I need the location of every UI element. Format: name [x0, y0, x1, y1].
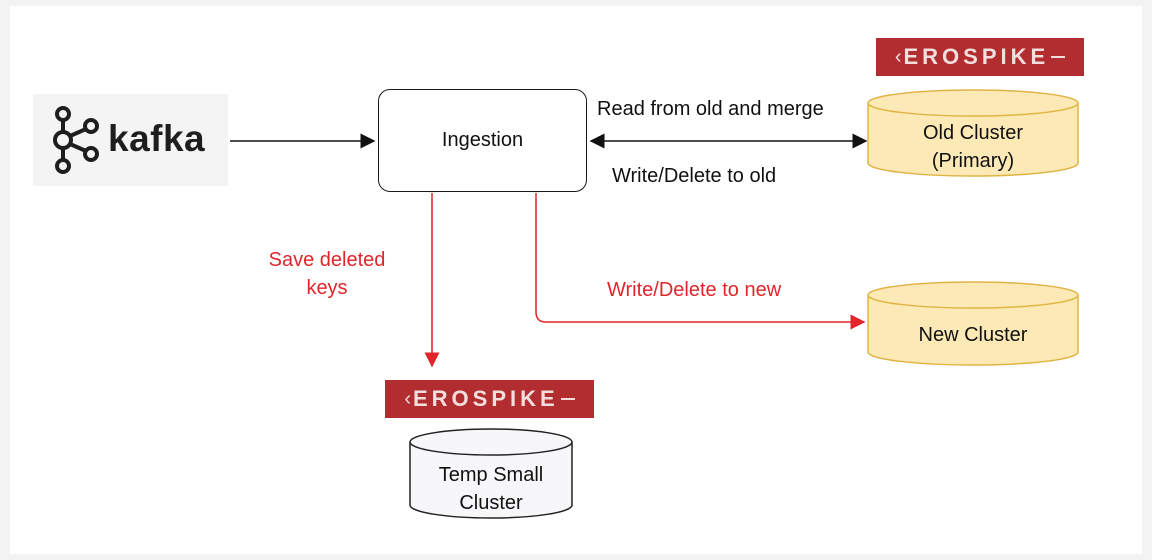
aerospike-logo-top: ‹ EROSPIKE [876, 38, 1084, 76]
write-old-label: Write/Delete to old [612, 165, 777, 187]
aerospike-mark-icon: ‹ [894, 45, 902, 68]
temp-cluster-line1: Temp Small [438, 464, 544, 486]
save-deleted-line2: keys [306, 277, 348, 299]
new-cluster-label: New Cluster [918, 324, 1028, 346]
edge-ingestion-new-cluster [535, 193, 866, 330]
ingestion-label: Ingestion [441, 129, 524, 151]
aerospike-wordmark-bottom: EROSPIKE [412, 386, 559, 411]
ingestion-node: Ingestion [378, 89, 587, 192]
read-merge-label: Read from old and merge [597, 98, 824, 120]
aerospike-wordmark-top: EROSPIKE [903, 44, 1050, 69]
kafka-logo: kafka [33, 94, 228, 186]
aerospike-logo-bottom: ‹ EROSPIKE [385, 380, 594, 418]
save-deleted-line1: Save deleted [268, 249, 386, 271]
save-deleted-label: Save deleted keys [252, 246, 402, 302]
temp-cluster-cylinder [409, 428, 573, 519]
aerospike-tail-icon [1051, 56, 1066, 58]
write-new-label: Write/Delete to new [607, 279, 782, 301]
aerospike-mark-icon: ‹ [404, 387, 411, 410]
aerospike-tail-icon [560, 398, 575, 400]
old-cluster-line2: (Primary) [931, 150, 1015, 172]
old-cluster-cylinder [867, 89, 1079, 177]
temp-cluster-label: Temp Small Cluster [410, 461, 572, 517]
kafka-icon [53, 106, 99, 174]
temp-cluster-line2: Cluster [459, 492, 523, 514]
old-cluster-line1: Old Cluster [922, 122, 1024, 144]
old-cluster-label: Old Cluster (Primary) [868, 119, 1078, 175]
kafka-wordmark: kafka [108, 118, 206, 159]
new-cluster-cylinder [867, 281, 1079, 366]
